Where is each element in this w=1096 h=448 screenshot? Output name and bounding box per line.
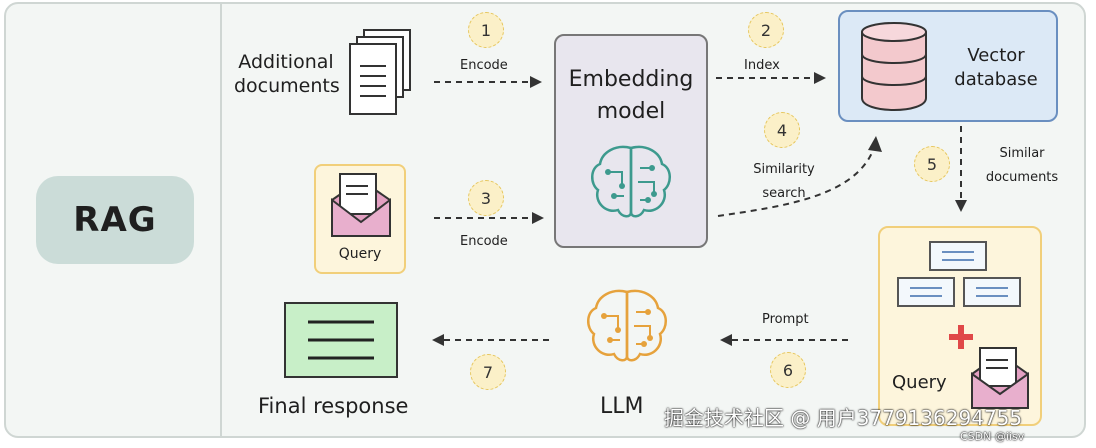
step-7-badge: 7: [470, 354, 506, 390]
step-5-badge: 5: [914, 146, 950, 182]
step-3-label: Encode: [460, 234, 508, 249]
embedding-model-label: Embedding model: [554, 64, 708, 128]
step-2-badge: 2: [748, 12, 784, 48]
vector-database-line1: Vector: [967, 45, 1025, 66]
retrieved-documents-icon: [897, 241, 1021, 307]
step-6-label: Prompt: [762, 312, 809, 327]
step-3-badge: 3: [468, 180, 504, 216]
embedding-model-line1: Embedding: [568, 67, 694, 92]
step-4-label: Similarity search: [746, 158, 822, 206]
watermark-corner: CSDN @iisv: [960, 430, 1025, 443]
step-5-label-line2: documents: [985, 170, 1059, 185]
step-1-label: Encode: [460, 58, 508, 73]
brain-circuit-icon-llm: [587, 289, 667, 362]
embedding-model-line2: model: [596, 99, 666, 124]
envelope-query-icon: [331, 173, 391, 237]
database-cylinder-icon: [861, 22, 927, 111]
step-4-label-line1: Similarity: [753, 162, 815, 177]
additional-documents-label: Additional documents: [234, 50, 340, 98]
llm-label: LLM: [600, 394, 644, 419]
additional-documents-line1: Additional: [238, 51, 334, 73]
arrow-docs-to-embedding: [434, 76, 542, 88]
arrow-similarity-search: [717, 136, 882, 217]
text-lines-icon: [308, 320, 374, 360]
brain-circuit-icon: [591, 145, 671, 218]
arrow-llm-to-final: [432, 334, 554, 346]
arrow-query-to-llm: [720, 334, 850, 346]
watermark-main: 掘金技术社区 @ 用户3779136294755: [664, 406, 1023, 430]
step-5-label: Similar documents: [980, 142, 1064, 190]
query-input-label: Query: [338, 246, 382, 262]
query-output-label: Query: [892, 372, 947, 393]
step-5-label-line1: Similar: [999, 146, 1045, 161]
vector-database-label: Vector database: [944, 44, 1048, 92]
final-response-box: [284, 302, 398, 378]
step-4-label-line2: search: [762, 186, 806, 201]
document-stack-icon: [349, 29, 411, 115]
additional-documents-line2: documents: [234, 75, 340, 97]
plus-icon: [949, 325, 973, 349]
arrow-vector-to-query: [955, 126, 967, 212]
vector-database-line2: database: [954, 69, 1038, 90]
step-4-badge: 4: [764, 112, 800, 148]
step-2-label: Index: [744, 58, 780, 73]
step-6-badge: 6: [770, 352, 806, 388]
left-divider: [220, 2, 222, 438]
arrow-embedding-to-vector: [716, 72, 826, 84]
rag-label: RAG: [36, 176, 194, 264]
step-1-badge: 1: [468, 12, 504, 48]
envelope-query-icon-2: [971, 347, 1029, 409]
final-response-label: Final response: [258, 394, 409, 418]
arrow-query-to-embedding: [434, 212, 544, 224]
